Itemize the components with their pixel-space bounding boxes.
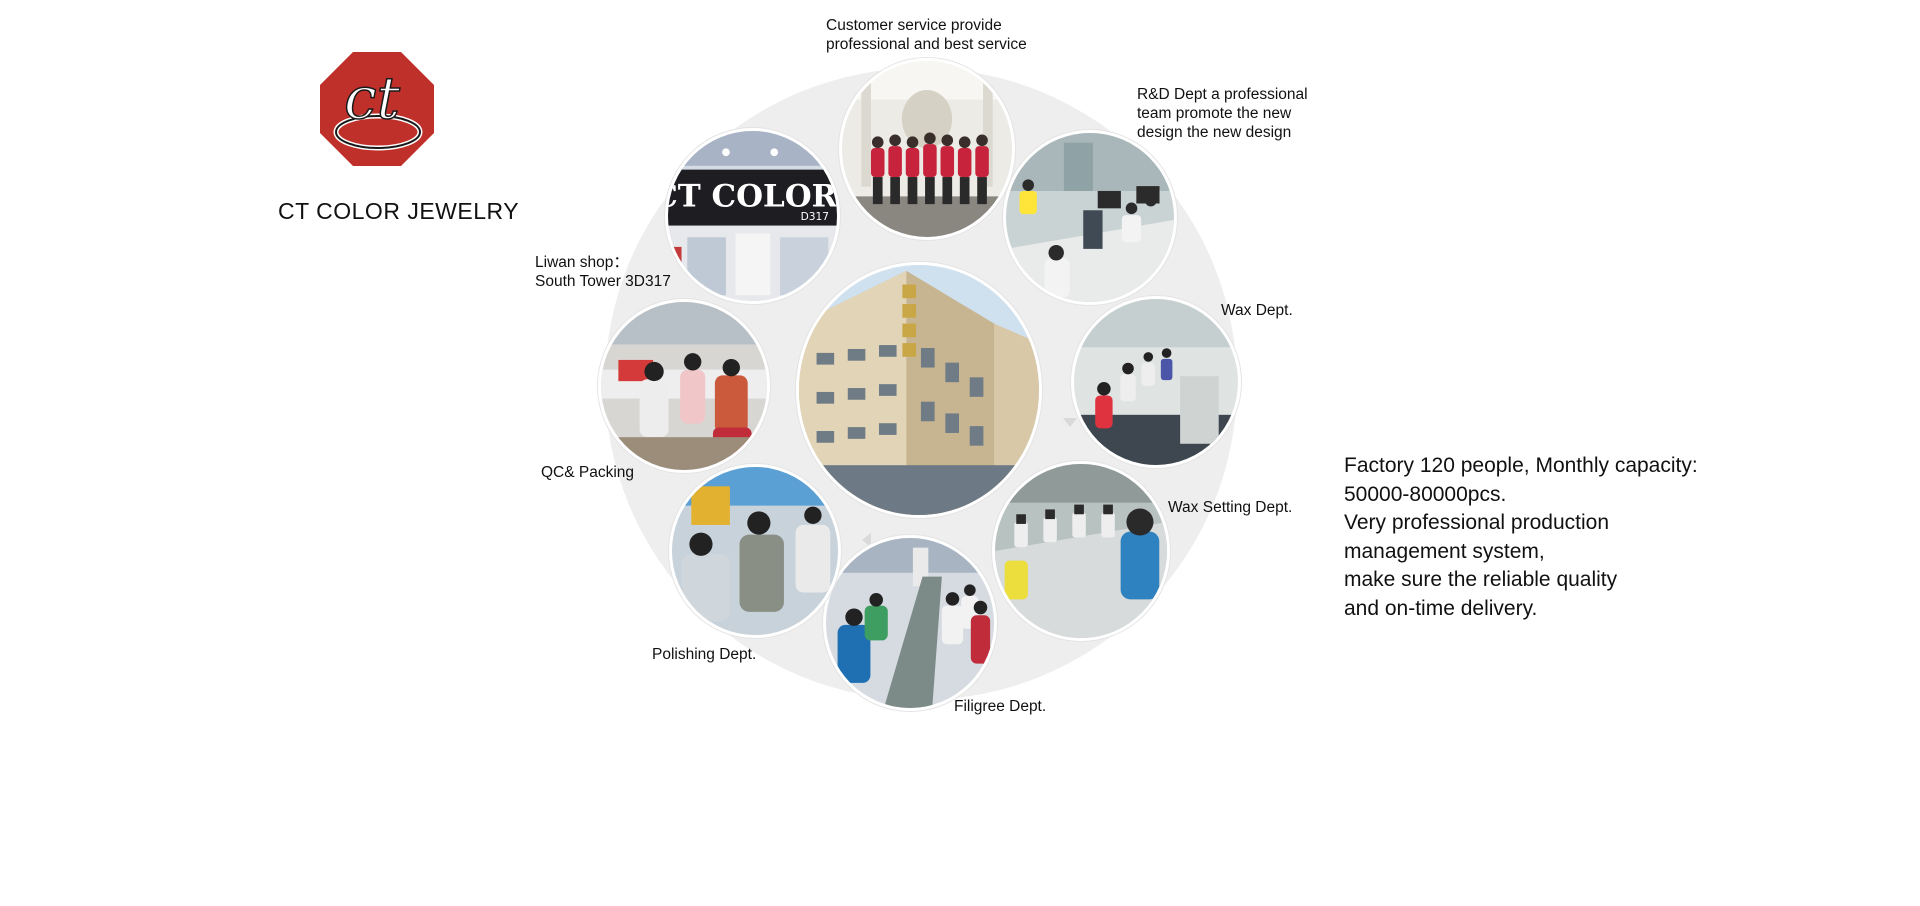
factory-building-photo bbox=[796, 262, 1042, 518]
staff-group-photo bbox=[839, 58, 1015, 240]
description-line: make sure the reliable quality bbox=[1344, 568, 1618, 591]
storefront-photo: CT COLOR D317 bbox=[665, 128, 840, 304]
description-line: management system, bbox=[1344, 539, 1545, 563]
workshop-photo bbox=[1071, 296, 1241, 468]
workshop-row-photo bbox=[823, 535, 997, 711]
description-line: 50000-80000pcs. bbox=[1344, 482, 1507, 506]
label-polishing-dept: Polishing Dept. bbox=[652, 645, 756, 664]
shop-sign: CT COLOR bbox=[668, 178, 837, 214]
label-line: R&D Dept a professional bbox=[1137, 86, 1308, 103]
description-line: and on-time delivery. bbox=[1344, 596, 1538, 620]
label-filigree-dept: Filigree Dept. bbox=[954, 697, 1046, 716]
label-line: team promote the new bbox=[1137, 105, 1292, 122]
label-line: Customer service provide bbox=[826, 17, 1002, 34]
label-wax-setting-dept: Wax Setting Dept. bbox=[1168, 498, 1292, 517]
label-qc-packing: QC& Packing bbox=[541, 463, 634, 482]
label-rd-dept: R&D Dept a professional team promote the… bbox=[1137, 85, 1308, 142]
factory-description: Factory 120 people, Monthly capacity: 50… bbox=[1344, 452, 1698, 623]
label-liwan-shop: Liwan shop： South Tower 3D317 bbox=[535, 253, 671, 291]
description-line: Very professional production bbox=[1344, 511, 1609, 534]
ring-arrow-right bbox=[1063, 418, 1077, 427]
label-customer-service: Customer service provide professional an… bbox=[826, 16, 1027, 54]
shop-sign-sub: D317 bbox=[801, 210, 829, 223]
label-line: design the new design bbox=[1137, 124, 1292, 141]
logo-letters: ct bbox=[344, 64, 400, 132]
brand-title: CT COLOR JEWELRY bbox=[278, 198, 520, 224]
label-line: Polishing Dept. bbox=[652, 646, 757, 663]
design-office-photo bbox=[1003, 130, 1177, 305]
label-line: Filigree Dept. bbox=[954, 698, 1047, 715]
packing-table-photo bbox=[598, 299, 770, 473]
brand-logo: ct bbox=[320, 52, 434, 166]
label-line: Wax Setting Dept. bbox=[1168, 499, 1293, 516]
description-line: Factory 120 people, Monthly capacity: bbox=[1344, 454, 1698, 477]
microscope-workbench-photo bbox=[992, 461, 1170, 641]
label-line: QC& Packing bbox=[541, 464, 635, 481]
label-line: Wax Dept. bbox=[1221, 302, 1293, 319]
label-line: Liwan shop： bbox=[535, 254, 629, 271]
label-wax-dept: Wax Dept. bbox=[1221, 301, 1293, 320]
label-line: South Tower 3D317 bbox=[535, 273, 671, 290]
label-line: professional and best service bbox=[826, 36, 1027, 53]
ring-arrow-bottom bbox=[862, 533, 871, 547]
polishing-workers-photo bbox=[669, 464, 841, 638]
